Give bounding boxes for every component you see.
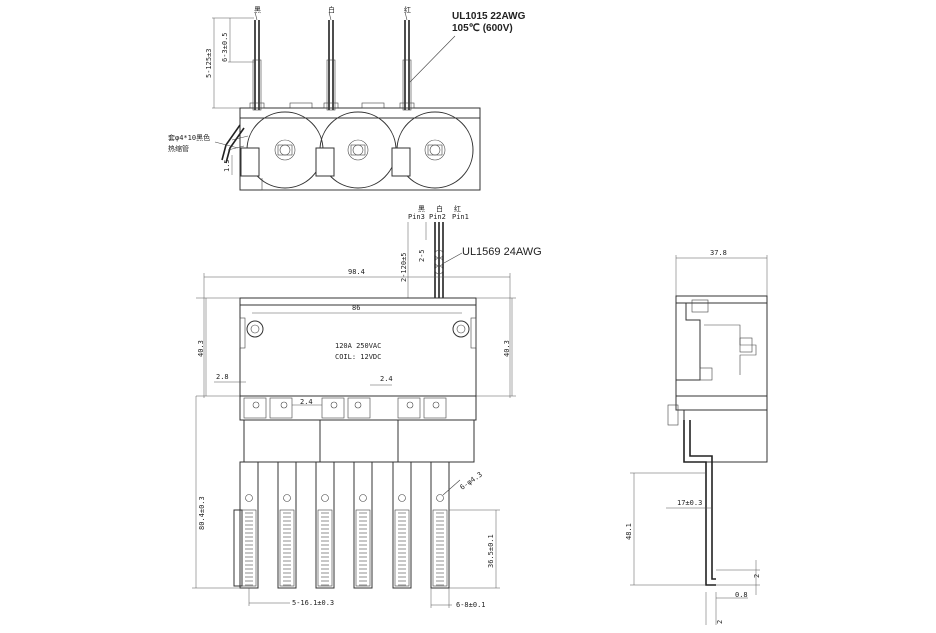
dim-terminal-exposed: 36.5±0.1 bbox=[487, 534, 495, 568]
terminals bbox=[239, 461, 450, 589]
front-view: 黑 白 红 Pin3 Pin2 Pin1 UL1569 24AWG 2-120±… bbox=[192, 204, 542, 609]
dim-body-height-right: 40.3 bbox=[503, 340, 511, 357]
dim-mount-hole-pitch: 86 bbox=[352, 304, 360, 312]
dim-side-bend: 2 bbox=[753, 574, 761, 578]
rating-text: 120A 250VAC bbox=[335, 342, 381, 350]
top-view: 黑 白 红 UL1015 22AWG 105℃ (600V) 5-125±3 6… bbox=[168, 5, 526, 191]
dim-terminal-pitch: 5-16.1±0.3 bbox=[292, 599, 334, 607]
mount-hole-left bbox=[246, 320, 264, 338]
wire-color-white: 白 bbox=[328, 5, 335, 14]
coil-rating-text: COIL: 12VDC bbox=[335, 353, 381, 361]
coil-leads bbox=[434, 222, 444, 298]
dim-side-bottom: 2 bbox=[716, 620, 724, 624]
mount-hole-right bbox=[452, 320, 470, 338]
pin3-label: Pin3 bbox=[408, 213, 425, 221]
coil-block-3 bbox=[397, 419, 475, 463]
wire-spec-line1: UL1015 22AWG bbox=[452, 11, 526, 22]
dim-side-depth: 37.8 bbox=[710, 249, 727, 257]
dim-terminal-gap: 2.4 bbox=[300, 398, 313, 406]
side-tube bbox=[233, 509, 243, 587]
wire-color-red: 红 bbox=[404, 5, 411, 14]
coil-wire-spec: UL1569 24AWG bbox=[462, 246, 542, 258]
wire-color-black-2: 黑 bbox=[418, 205, 425, 213]
side-coil-block bbox=[683, 409, 768, 463]
terminal-bases bbox=[243, 397, 447, 419]
dim-overall-width: 98.4 bbox=[348, 268, 365, 276]
side-body bbox=[675, 295, 768, 397]
pin1-label: Pin1 bbox=[452, 213, 469, 221]
dim-coil-lead-strip: 2-5 bbox=[418, 249, 426, 262]
top-body bbox=[239, 107, 481, 191]
dim-lead-length-top: 5-125±3 bbox=[205, 48, 213, 78]
terminal-hatching bbox=[245, 512, 444, 586]
wire-color-red-2: 红 bbox=[454, 204, 461, 213]
coil-block-2 bbox=[319, 419, 399, 463]
wire-spec-line2: 105℃ (600V) bbox=[452, 23, 513, 34]
dim-side-terminal-offset: 17±0.3 bbox=[677, 499, 702, 507]
dim-coil-lead-length: 2-120±5 bbox=[400, 252, 408, 282]
dim-left-offset: 2.8 bbox=[216, 373, 229, 381]
pin2-label: Pin2 bbox=[429, 213, 446, 221]
dim-terminal-gap-2: 2.4 bbox=[380, 375, 393, 383]
dim-lead-offset-side: 1.5 bbox=[223, 159, 231, 172]
dim-side-height: 48.1 bbox=[625, 523, 633, 540]
dim-lead-strip-top: 6-3±0.5 bbox=[221, 32, 229, 62]
dim-terminal-length: 80.4±0.3 bbox=[198, 496, 206, 530]
heat-shrink-line2: 热缩管 bbox=[168, 144, 189, 153]
top-leads bbox=[252, 11, 412, 111]
coil-block-1 bbox=[243, 419, 321, 463]
wire-color-white-2: 白 bbox=[436, 204, 443, 213]
wire-color-black: 黑 bbox=[254, 6, 261, 14]
side-view: 37.8 48.1 17±0.3 2 0.8 2 bbox=[625, 249, 768, 625]
dim-side-thickness: 0.8 bbox=[735, 591, 748, 599]
wire-spec-leader bbox=[409, 35, 456, 83]
dim-hole-diameter: 6-φ4.3 bbox=[459, 471, 484, 492]
dim-body-height-left: 40.3 bbox=[197, 340, 205, 357]
heat-shrink-line1: 套φ4*10黑色 bbox=[168, 133, 210, 142]
dim-terminal-width: 6-8±0.1 bbox=[456, 601, 486, 609]
